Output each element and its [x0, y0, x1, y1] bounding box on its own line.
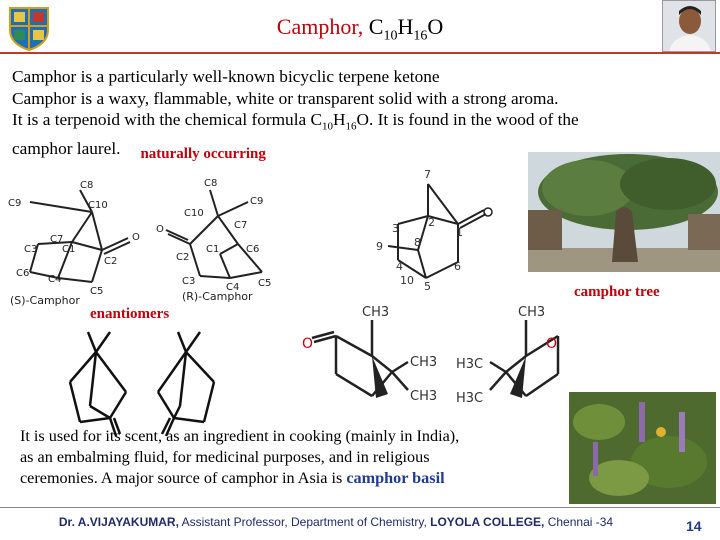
camphor-basil-highlight: camphor basil	[346, 469, 445, 487]
atom-label: C8	[204, 178, 217, 189]
atom-label: C6	[16, 268, 29, 279]
naturally-occurring-note: naturally occurring	[140, 145, 266, 162]
atom-label: C9	[8, 198, 21, 209]
atom-label: C9	[250, 196, 263, 207]
position-number: 8	[414, 236, 421, 249]
intro-line-1: Camphor is a particularly well-known bic…	[12, 67, 440, 86]
enantiomer-line-structures	[68, 331, 216, 437]
page-number: 14	[686, 518, 702, 534]
atom-label: C1	[206, 244, 219, 255]
atom-label: C3	[182, 276, 195, 287]
uses-paragraph: It is used for its scent, as an ingredie…	[20, 426, 570, 489]
author-photo	[662, 0, 716, 52]
position-number: 4	[396, 260, 403, 273]
college-logo	[9, 7, 49, 52]
atom-label: O	[156, 224, 164, 235]
atom-label: C1	[62, 244, 75, 255]
uses-line-3: ceremonies. A major source of camphor in…	[20, 469, 445, 487]
atom-label: C7	[234, 220, 247, 231]
intro-line-3: It is a terpenoid with the chemical form…	[12, 110, 579, 133]
uses-line-2: as an embalming fluid, for medicinal pur…	[20, 448, 430, 466]
atom-label: C6	[246, 244, 259, 255]
position-number: 10	[400, 274, 414, 287]
camphor-wedge-structures: CH3 CH3 CH3 CH3 H3C H3C O O	[302, 305, 560, 406]
camphor-basil-image	[569, 392, 716, 504]
oxygen-label: O	[302, 336, 313, 352]
atom-label: C4	[48, 274, 61, 285]
intro-line-2: Camphor is a waxy, flammable, white or t…	[12, 88, 559, 108]
intro-paragraph: Camphor is a particularly well-known bic…	[12, 66, 702, 162]
footer-divider	[0, 507, 720, 508]
position-number: 9	[376, 240, 383, 253]
atom-label: C3	[24, 244, 37, 255]
camphor-numbered-structure: 7 3 1 9 8 4 6 10 5 2	[376, 168, 493, 292]
position-number: 2	[428, 216, 435, 229]
author-name: Dr. A.VIJAYAKUMAR,	[58, 515, 179, 529]
group-label: CH3	[518, 305, 545, 320]
atom-label: C2	[176, 252, 189, 263]
group-label: CH3	[362, 305, 389, 320]
intro-line-4: camphor laurel.naturally occurring	[12, 138, 266, 162]
slide-title: Camphor, C10H16O	[276, 14, 444, 44]
group-label: CH3	[410, 355, 437, 370]
enantiomers-label: enantiomers	[90, 306, 170, 322]
header-divider	[0, 52, 720, 54]
atom-label: C5	[258, 278, 271, 289]
position-number: 7	[424, 168, 431, 181]
college-name: LOYOLA COLLEGE,	[430, 515, 545, 529]
atom-label: C8	[80, 180, 93, 191]
atom-label: C4	[226, 282, 239, 293]
atom-label: C5	[90, 286, 103, 297]
uses-line-1: It is used for its scent, as an ingredie…	[20, 427, 460, 445]
position-number: 3	[392, 222, 399, 235]
atom-label: O	[132, 232, 140, 243]
group-label: H3C	[456, 391, 483, 406]
camphor-tree-image	[528, 152, 720, 272]
group-label: CH3	[410, 389, 437, 404]
footer-credit: Dr. A.VIJAYAKUMAR, Assistant Professor, …	[58, 515, 614, 529]
group-label: H3C	[456, 357, 483, 372]
oxygen-label: O	[546, 336, 557, 352]
position-number: 5	[424, 280, 431, 292]
r-camphor-label: (R)-Camphor	[182, 290, 253, 303]
atom-label: C10	[88, 200, 108, 211]
atom-label: C7	[50, 234, 63, 245]
s-camphor-label: (S)-Camphor	[10, 294, 80, 307]
atom-label: C10	[184, 208, 204, 219]
camphor-tree-caption: camphor tree	[574, 284, 660, 300]
position-number: 1	[456, 226, 463, 239]
camphor-enantiomer-structures: C8 C9 C10 C7 C3 C1 C2 C4 C6 C5 O C8 C10 …	[8, 178, 271, 307]
atom-label: C2	[104, 256, 117, 267]
position-number: 6	[454, 260, 461, 273]
